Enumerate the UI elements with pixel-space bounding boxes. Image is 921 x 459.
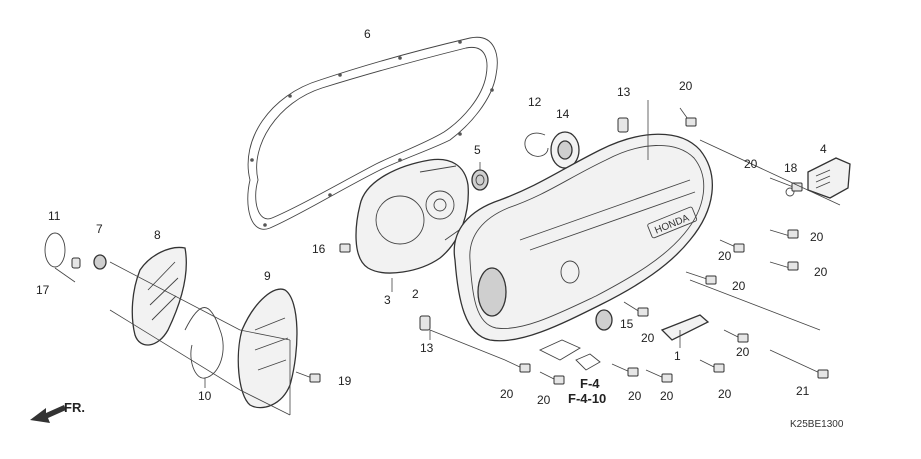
- leader-lines: [54, 100, 841, 416]
- callout-20-j: 20: [537, 393, 551, 407]
- bolt-20-mid-1: [719, 239, 745, 253]
- callout-20-b: 20: [744, 157, 758, 171]
- o-ring-part-11: [44, 232, 66, 268]
- callout-11: 11: [48, 209, 61, 223]
- callout-20-k: 20: [628, 389, 642, 403]
- callout-13-top: 13: [617, 85, 631, 99]
- callout-20-h: 20: [736, 345, 750, 359]
- callout-2: 2: [412, 287, 419, 301]
- reference-detail: [538, 339, 601, 371]
- bolt-20-low-3: [699, 359, 725, 373]
- bolt-20-bottom-3: [611, 363, 639, 377]
- fr-label: FR.: [64, 400, 85, 415]
- ref-f4: F-4: [580, 376, 600, 391]
- callout-20-f: 20: [732, 279, 746, 293]
- bolt-20-right-3: [769, 261, 799, 271]
- callout-15: 15: [620, 317, 634, 331]
- inner-cover-part-3: [355, 158, 469, 274]
- callout-20-d: 20: [718, 249, 732, 263]
- callout-5: 5: [474, 143, 481, 157]
- bolt-20-low-2: [723, 329, 749, 343]
- callout-10: 10: [198, 389, 212, 403]
- bolt-20-bottom-4: [645, 369, 673, 383]
- callout-9: 9: [264, 269, 271, 283]
- callout-12: 12: [528, 95, 542, 109]
- gasket-part-6: [247, 36, 498, 230]
- callout-13-bottom: 13: [420, 341, 434, 355]
- cap-part-5: [471, 169, 489, 191]
- callout-20-g: 20: [641, 331, 655, 345]
- screw-part-17: [71, 257, 81, 269]
- callout-20-c: 20: [810, 230, 824, 244]
- bolt-20-top: [679, 107, 697, 127]
- callout-labels: 6 5 12 14 13 20 4 18 20 11 7 8 17 16 20 …: [36, 27, 844, 430]
- callout-16: 16: [312, 242, 326, 256]
- bolt-part-16: [339, 243, 351, 253]
- bolt-20-right-2: [769, 229, 799, 239]
- callout-7: 7: [96, 222, 103, 236]
- spring-part-10: [184, 307, 224, 379]
- callout-20-l: 20: [660, 389, 674, 403]
- bolt-part-20-group: [504, 107, 803, 385]
- bolt-20-low-1: [623, 301, 649, 317]
- dowel-pin-part-13: [419, 117, 629, 331]
- drawing-code: K25BE1300: [790, 419, 844, 430]
- guard-bracket-part-8: [131, 246, 187, 346]
- grommet-part-7: [93, 254, 107, 270]
- callout-20-top: 20: [679, 79, 693, 93]
- callout-1: 1: [674, 349, 681, 363]
- callout-19: 19: [338, 374, 352, 388]
- left-crankcase-cover-part-2: HONDA: [453, 133, 713, 342]
- front-direction-arrow: [30, 405, 66, 423]
- seal-part-15: [595, 309, 613, 331]
- callout-20-e: 20: [814, 265, 828, 279]
- callout-14: 14: [556, 107, 570, 121]
- callout-21: 21: [796, 384, 810, 398]
- stay-part-1: [660, 314, 710, 341]
- callout-17: 17: [36, 283, 50, 297]
- callout-20-i: 20: [500, 387, 514, 401]
- clip-part-18: [785, 187, 795, 197]
- long-bolt-part-21: [769, 349, 829, 379]
- bolt-20-right-1: [769, 177, 803, 192]
- bearing-part-14: [550, 131, 580, 169]
- air-duct-part-4: [807, 157, 851, 199]
- callout-3: 3: [384, 293, 391, 307]
- callout-20-m: 20: [718, 387, 732, 401]
- bolt-20-mid-2: [685, 271, 717, 285]
- bolt-20-bottom-1: [504, 359, 531, 373]
- ref-f4-10: F-4-10: [568, 391, 606, 406]
- bolt-part-19: [295, 371, 321, 383]
- circlip-part-12: [524, 132, 549, 157]
- callout-18: 18: [784, 161, 798, 175]
- callout-4: 4: [820, 142, 827, 156]
- callout-8: 8: [154, 228, 161, 242]
- bolt-20-bottom-2: [539, 371, 565, 385]
- heat-guard-part-9: [237, 288, 298, 409]
- callout-6: 6: [364, 27, 371, 41]
